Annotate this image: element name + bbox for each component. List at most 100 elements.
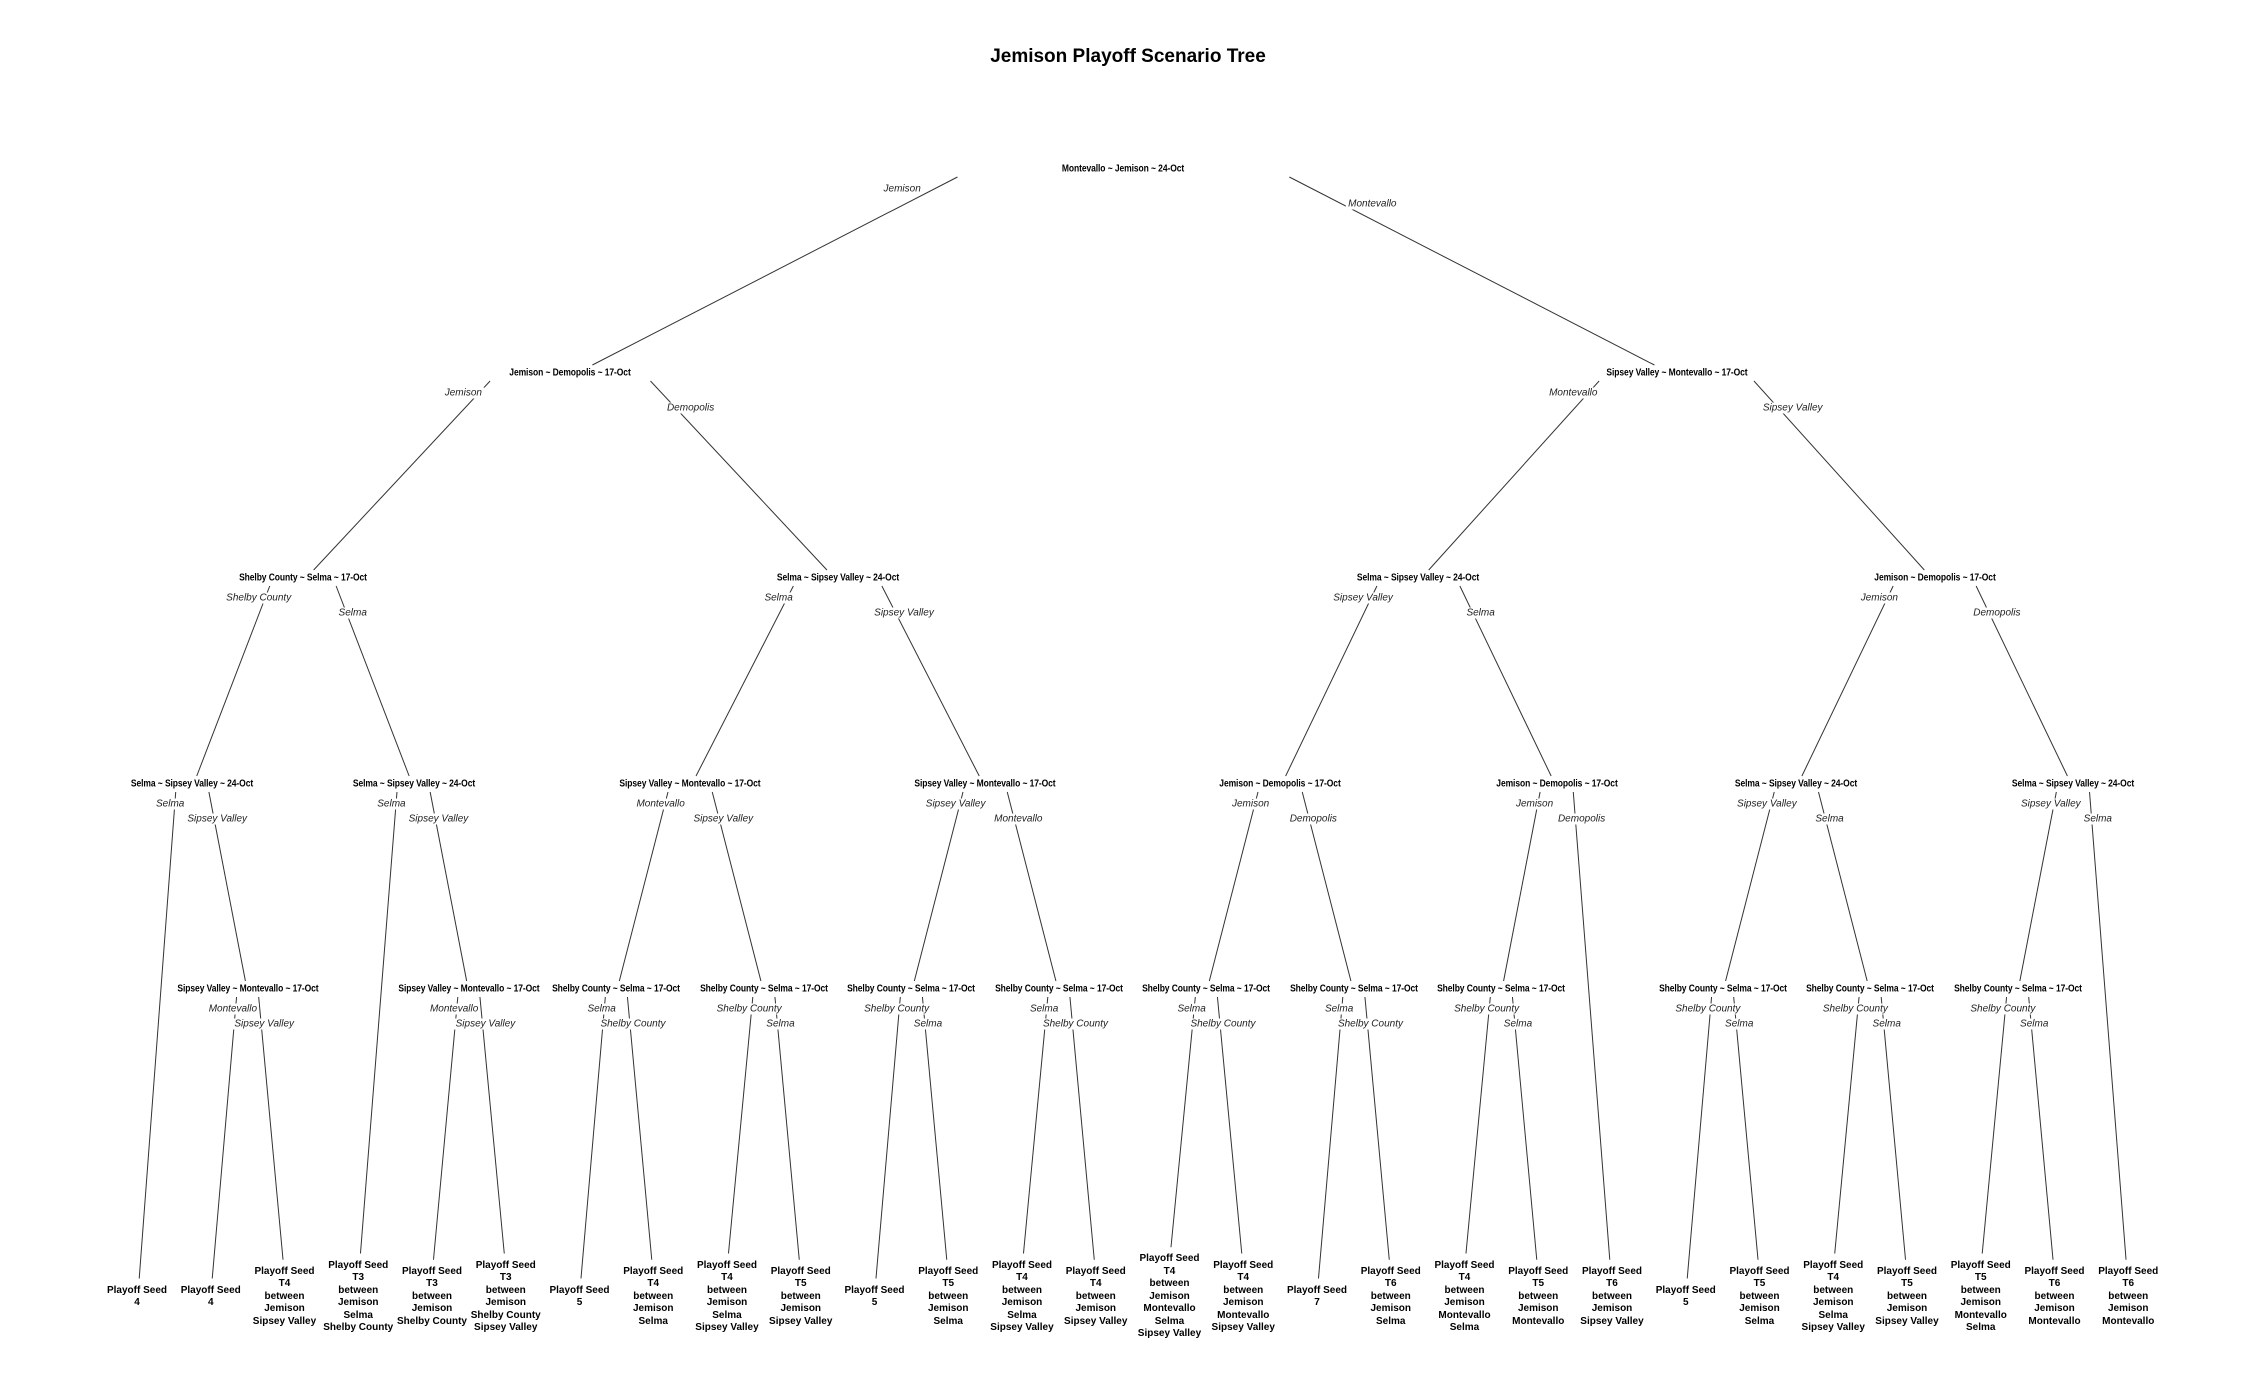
leaf-outcome-line: between — [780, 1290, 821, 1302]
leaf-outcome-line: Sipsey Valley — [252, 1315, 317, 1327]
split-node: Jemison ~ Demopolis ~ 17-Oct — [1219, 777, 1341, 791]
leaf-outcome-line: Jemison — [1149, 1290, 1190, 1302]
tree-edge — [727, 996, 754, 1254]
edge-label: Selma — [2018, 1018, 2051, 1030]
leaf-outcome-line: Jemison — [2107, 1303, 2149, 1315]
leaf-outcome-line: Playoff Seed — [328, 1259, 389, 1271]
leaf-outcome-line: Playoff Seed — [1729, 1265, 1790, 1277]
leaf-outcome-line: Shelby County — [470, 1309, 541, 1321]
tree-edge — [1216, 996, 1243, 1254]
tree-edge — [1069, 996, 1095, 1260]
edge-label: Selma — [1501, 1018, 1535, 1030]
edge-label: Shelby County — [224, 592, 294, 604]
leaf-outcome-line: Playoff Seed — [1434, 1259, 1495, 1271]
leaf-outcome-line: Selma — [638, 1315, 668, 1327]
tree-edge — [1364, 996, 1390, 1260]
leaf-outcome-line: Shelby County — [323, 1322, 394, 1333]
edge-label: Shelby County — [1673, 1003, 1743, 1015]
leaf-outcome-line: T5 — [1532, 1278, 1545, 1290]
tree-edge — [774, 996, 800, 1260]
leaf-outcome-line: Shelby County — [396, 1315, 468, 1327]
leaf-outcome-line: Jemison — [1444, 1297, 1485, 1308]
leaf-outcome-line: between — [1813, 1284, 1854, 1296]
edge-label: Sipsey Valley — [185, 813, 250, 825]
leaf-outcome-line: Playoff Seed — [1581, 1265, 1643, 1277]
leaf-outcome-line: Selma — [1376, 1315, 1406, 1327]
edge-label: Shelby County — [1040, 1018, 1110, 1030]
leaf-outcome-line: between — [411, 1290, 453, 1302]
leaf-outcome-line: Playoff Seed — [1139, 1253, 1200, 1265]
edge-label: Shelby County — [1188, 1018, 1258, 1030]
leaf-outcome-line: 5 — [1682, 1297, 1689, 1308]
leaf-outcome-line: between — [928, 1290, 969, 1302]
leaf-outcome-line: T4 — [1237, 1272, 1250, 1283]
leaf-outcome-line: Selma — [1966, 1322, 1996, 1333]
leaf-outcome-line: Playoff Seed — [180, 1284, 241, 1296]
tree-edge — [1511, 996, 1538, 1260]
edge-label: Jemison — [442, 387, 484, 399]
tree-edge — [1503, 791, 1541, 982]
leaf-outcome-line: T5 — [794, 1278, 807, 1290]
split-node: Selma ~ Sipsey Valley ~ 24-Oct — [352, 777, 475, 791]
leaf-outcome-line: T6 — [1606, 1278, 1618, 1290]
edge-label: Demopolis — [1287, 813, 1339, 825]
tree-edge — [313, 380, 491, 571]
edge-label: Montevallo — [1346, 198, 1399, 210]
leaf-outcome-line: Jemison — [485, 1297, 527, 1308]
leaf-outcome-line: between — [1370, 1290, 1411, 1302]
tree-edge — [1733, 996, 1759, 1260]
leaf-outcome-line: T6 — [2048, 1278, 2061, 1290]
tree-edge — [1686, 996, 1713, 1279]
split-node: Shelby County ~ Selma ~ 17-Oct — [847, 982, 976, 996]
edge-label: Jemison — [881, 183, 923, 195]
tree-edge — [1801, 585, 1894, 777]
edge-label: Demopolis — [1555, 813, 1608, 825]
leaf-outcome-line: 5 — [871, 1297, 878, 1308]
tree-edge — [1022, 996, 1049, 1254]
leaf-outcome-line: between — [1075, 1290, 1116, 1302]
leaf-outcome-line: Sipsey Valley — [990, 1322, 1054, 1333]
leaf-outcome-line: between — [485, 1284, 526, 1296]
leaf-outcome-line: T5 — [1753, 1278, 1766, 1290]
edge-label: Montevallo — [1547, 387, 1600, 399]
leaf-outcome-line: 4 — [207, 1297, 214, 1308]
leaf-outcome-line: Jemison — [1222, 1297, 1264, 1308]
leaf-outcome-line: Jemison — [780, 1303, 822, 1315]
leaf-outcome-line: Playoff Seed — [991, 1259, 1053, 1271]
leaf-outcome-line: Sipsey Valley — [1580, 1315, 1644, 1327]
tree-edge — [138, 791, 177, 1279]
tree-edge — [913, 791, 964, 982]
leaf-outcome-line: between — [1001, 1284, 1043, 1296]
leaf-outcome-line: between — [264, 1290, 305, 1302]
split-node: Sipsey Valley ~ Montevallo ~ 17-Oct — [619, 777, 761, 791]
split-node: Sipsey Valley ~ Montevallo ~ 17-Oct — [1605, 366, 1748, 380]
split-node: Selma ~ Sipsey Valley ~ 24-Oct — [776, 571, 899, 585]
split-node: Shelby County ~ Selma ~ 17-Oct — [552, 982, 681, 996]
leaf-outcome-line: between — [2034, 1290, 2075, 1302]
edge-label: Montevallo — [992, 813, 1045, 825]
edge-label: Sipsey Valley — [406, 813, 471, 825]
split-node: Shelby County ~ Selma ~ 17-Oct — [1806, 982, 1935, 996]
tree-edge — [580, 996, 606, 1279]
leaf-outcome-line: Playoff Seed — [549, 1284, 610, 1296]
edge-label: Selma — [911, 1018, 945, 1030]
split-node: Shelby County ~ Selma ~ 17-Oct — [994, 982, 1123, 996]
leaf-outcome-line: Jemison — [1886, 1303, 1928, 1315]
leaf-outcome-line: Jemison — [337, 1297, 379, 1308]
leaf-outcome-line: 5 — [576, 1297, 583, 1308]
edge-label: Selma — [1723, 1018, 1756, 1030]
tree-edge — [1428, 380, 1600, 571]
tree-edge — [618, 791, 669, 982]
